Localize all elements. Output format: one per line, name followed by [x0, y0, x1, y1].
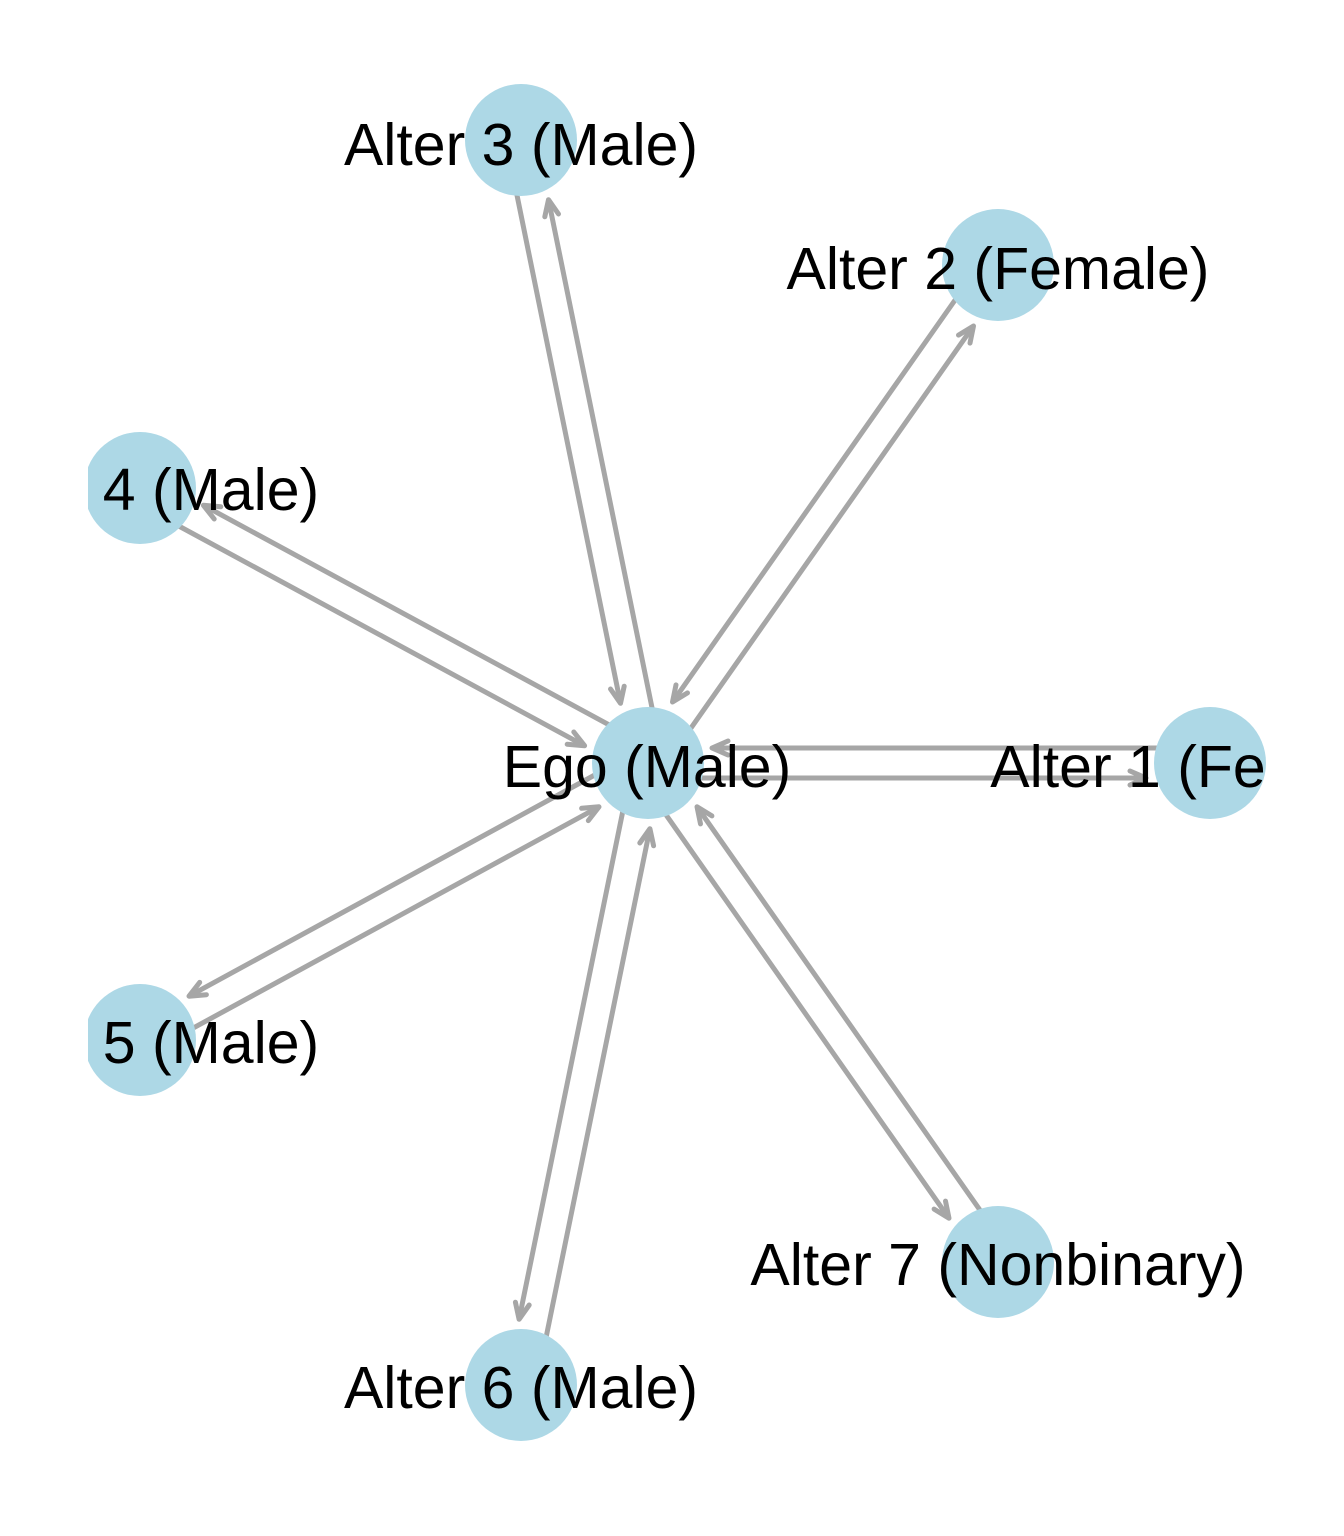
arrowhead [1127, 768, 1149, 788]
edge-ego-to-alter2 [686, 323, 976, 733]
node-label-alter5: 5 (Male) [103, 1010, 319, 1076]
arrowhead [709, 738, 731, 758]
edge-ego-to-alter1 [695, 768, 1149, 788]
edge-line [686, 325, 975, 733]
node-label-ego: Ego (Male) [503, 734, 792, 800]
edge-line [188, 771, 600, 998]
node-label-alter7: Alter 7 (Nonbinary) [750, 1232, 1245, 1298]
arrowhead [512, 1299, 532, 1322]
arrowhead [186, 979, 209, 999]
edge-ego-to-alter4 [200, 502, 614, 729]
node-alter1 [1154, 707, 1266, 819]
edge-line [184, 805, 600, 1035]
node-label-alter3: Alter 3 (Male) [344, 112, 698, 178]
edge-ego-to-alter6 [512, 806, 626, 1322]
node-alter6 [465, 1329, 577, 1441]
edge-line [512, 184, 623, 704]
edge-ego-to-alter5 [186, 771, 600, 999]
arrowhead [608, 683, 627, 706]
arrowhead [637, 826, 657, 849]
plot-area: Ego (Male) Alter 1 (Fe Alter 2 (Female) Alt… [88, 84, 1266, 1441]
edge-alter2-to-ego [670, 290, 963, 705]
arrowhead [200, 502, 224, 522]
node-label-alter2: Alter 2 (Female) [787, 236, 1210, 302]
labels-layer: Ego (Male) Alter 1 (Fe Alter 2 (Female) Alt… [103, 112, 1266, 1421]
node-ego [592, 707, 704, 819]
edge-ego-to-alter3 [542, 197, 656, 714]
edge-line [695, 805, 988, 1220]
edge-line [542, 828, 652, 1347]
edge-line [546, 199, 656, 714]
arrowhead [670, 682, 690, 705]
node-alter7 [942, 1206, 1054, 1318]
edge-ego-to-alter7 [662, 810, 952, 1221]
node-label-alter1: Alter 1 (Fe [990, 734, 1265, 800]
arrowhead [542, 197, 561, 220]
edge-line [202, 503, 614, 729]
node-alter5 [88, 984, 196, 1096]
edge-alter5-to-ego [184, 804, 602, 1035]
arrowhead [564, 729, 588, 749]
nodes-layer [88, 84, 1266, 1441]
edge-line [671, 290, 963, 703]
edge-line [662, 810, 951, 1220]
node-label-alter4: 4 (Male) [103, 457, 319, 523]
edge-alter6-to-ego [542, 826, 657, 1347]
arrowhead [956, 323, 976, 346]
node-alter4 [88, 432, 196, 544]
arrowhead [694, 804, 715, 827]
node-label-alter6: Alter 6 (Male) [344, 1355, 698, 1421]
arrowhead [931, 1198, 952, 1221]
edges-layer [169, 184, 1168, 1347]
edge-alter7-to-ego [694, 804, 988, 1220]
node-alter2 [942, 209, 1054, 321]
node-alter3 [465, 84, 577, 196]
edge-alter4-to-ego [169, 520, 588, 749]
arrowhead [579, 804, 602, 824]
edge-alter3-to-ego [512, 184, 627, 706]
edge-line [517, 806, 626, 1320]
edge-alter1-to-ego [709, 738, 1168, 758]
edge-line [169, 520, 586, 748]
